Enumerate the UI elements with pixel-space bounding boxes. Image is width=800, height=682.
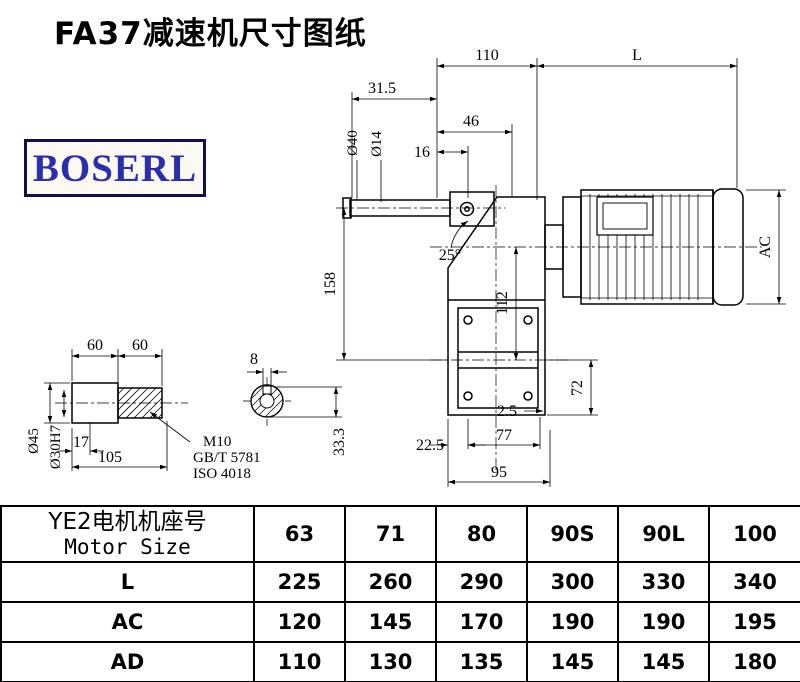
- dim-2-5-label: 2.5: [497, 403, 517, 420]
- dim-dia40-label: Ø40: [345, 130, 361, 156]
- dimension-labels: 110 L 31.5 46 16 Ø40 Ø14 25° 158 112 AC …: [26, 47, 774, 482]
- input-shaft: [342, 191, 495, 227]
- dim-31-5-label: 31.5: [368, 80, 396, 97]
- dim-95-label: 95: [491, 464, 507, 481]
- shaft-section-circle: [250, 384, 284, 418]
- col-header-63: 63: [253, 505, 346, 563]
- dim-22-5-label: 22.5: [416, 437, 444, 454]
- table-header-row: YE2电机机座号 Motor Size 63 71 80 90S 90L 100: [0, 505, 800, 563]
- col-header-90l: 90L: [617, 505, 710, 563]
- dim-17-label: 17: [73, 434, 89, 451]
- table-cell: 190: [617, 601, 710, 643]
- logo-text: BOSERL: [32, 146, 198, 190]
- col-header-90s: 90S: [526, 505, 619, 563]
- dim-46-label: 46: [463, 113, 479, 130]
- dim-16-label: 16: [414, 144, 430, 161]
- table-cell: 330: [617, 561, 710, 603]
- table-cell: 290: [435, 561, 528, 603]
- shaft-hatching: [117, 387, 163, 419]
- dim-dia14-label: Ø14: [369, 131, 385, 157]
- table-row-AC: AC 120 145 170 190 190 195: [0, 601, 800, 643]
- dimension-lines: [44, 58, 786, 487]
- table-row-AD: AD 110 130 135 145 145 180: [0, 641, 800, 682]
- table-cell: 145: [617, 641, 710, 682]
- page-title: FA37减速机尺寸图纸: [54, 16, 367, 52]
- table-cell: 300: [526, 561, 619, 603]
- thread-m10-label: M10: [203, 434, 231, 450]
- centerlines: [55, 185, 762, 470]
- col-header-80: 80: [435, 505, 528, 563]
- table-cell: 110: [253, 641, 346, 682]
- row-label-L: L: [0, 561, 255, 603]
- dim-60b-label: 60: [132, 337, 148, 354]
- dim-60a-label: 60: [87, 337, 103, 354]
- header-line2: Motor Size: [64, 535, 191, 560]
- header-line1: YE2电机机座号: [48, 508, 207, 535]
- row-label-AC: AC: [0, 601, 255, 643]
- motor-ribs: [581, 194, 713, 300]
- motor-size-table: YE2电机机座号 Motor Size 63 71 80 90S 90L 100…: [0, 505, 800, 682]
- row-label-AD: AD: [0, 641, 255, 682]
- dim-112-label: 112: [494, 291, 511, 314]
- dim-25deg-label: 25°: [439, 247, 461, 264]
- std-iso4018-label: ISO 4018: [193, 466, 251, 482]
- dim-L-label: L: [632, 47, 642, 64]
- dim-8-label: 8: [250, 351, 258, 368]
- col-header-100: 100: [708, 505, 800, 563]
- dim-72-label: 72: [569, 380, 586, 396]
- dim-dia45-label: Ø45: [26, 428, 42, 454]
- motor-size-header-cell: YE2电机机座号 Motor Size: [0, 505, 255, 563]
- motor-outline: [544, 188, 744, 306]
- table-cell: 170: [435, 601, 528, 643]
- table-row-L: L 225 260 290 300 330 340: [0, 561, 800, 603]
- dim-dia30h7-label: Ø30H7: [48, 424, 64, 469]
- table-cell: 260: [344, 561, 437, 603]
- table-cell: 135: [435, 641, 528, 682]
- std-gb5781-label: GB/T 5781: [193, 450, 261, 466]
- motor-nameplate: [596, 196, 654, 236]
- table-cell: 225: [253, 561, 346, 603]
- dim-158-label: 158: [322, 272, 339, 296]
- technical-drawing: 110 L 31.5 46 16 Ø40 Ø14 25° 158 112 AC …: [26, 47, 786, 487]
- table-cell: 145: [344, 601, 437, 643]
- table-cell: 190: [526, 601, 619, 643]
- table-cell: 340: [708, 561, 800, 603]
- dim-33-3-label: 33.3: [331, 428, 348, 456]
- table-cell: 130: [344, 641, 437, 682]
- col-header-71: 71: [344, 505, 437, 563]
- table-cell: 145: [526, 641, 619, 682]
- dim-AC-label: AC: [757, 236, 774, 258]
- dim-77-label: 77: [496, 427, 512, 444]
- table-cell: 195: [708, 601, 800, 643]
- gearbox-outline: [447, 196, 546, 416]
- boserl-logo: BOSERL: [24, 139, 206, 197]
- dim-105-label: 105: [98, 449, 122, 466]
- table-cell: 120: [253, 601, 346, 643]
- dim-110-label: 110: [475, 47, 498, 64]
- table-cell: 180: [708, 641, 800, 682]
